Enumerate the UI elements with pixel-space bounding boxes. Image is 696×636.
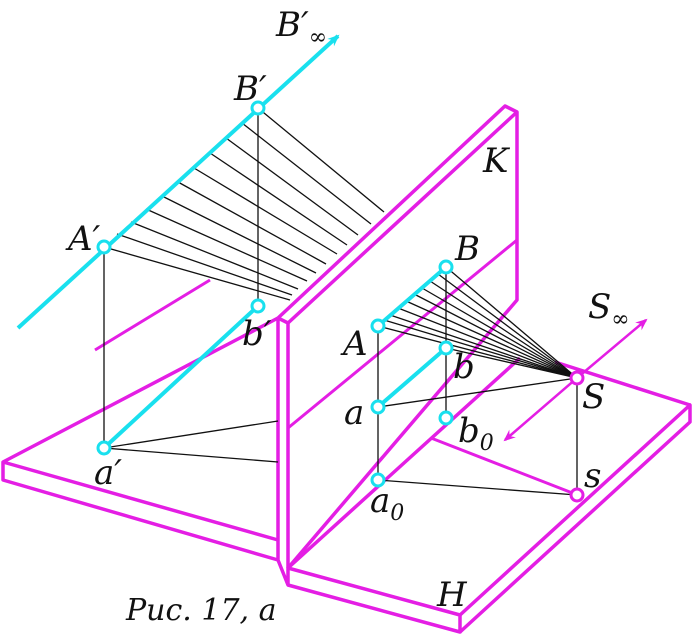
point-a0	[370, 472, 386, 488]
label-a0: a0	[370, 481, 404, 526]
label-A-prime: A′	[65, 219, 101, 259]
label-b-prime: b′	[242, 314, 272, 354]
point-b0	[438, 410, 454, 426]
label-b: b	[453, 347, 475, 387]
left-ground-plane	[1, 278, 279, 562]
line-AB-infinite	[16, 34, 340, 330]
point-a-prime	[96, 440, 112, 456]
label-s: s	[584, 456, 601, 496]
label-S-inf: S∞	[588, 287, 630, 332]
line-ab	[376, 346, 448, 409]
point-B-prime	[250, 100, 266, 116]
point-A-prime	[96, 239, 112, 255]
points-magenta	[569, 370, 585, 503]
label-K: K	[482, 141, 511, 181]
point-b	[438, 340, 454, 356]
label-A: A	[340, 324, 368, 364]
point-s	[569, 487, 585, 503]
points-cyan	[96, 100, 454, 488]
projection-rays	[103, 107, 578, 496]
plane-H	[286, 356, 692, 634]
point-b-prime	[250, 298, 266, 314]
point-A	[370, 318, 386, 334]
label-b0: b0	[458, 411, 494, 456]
label-a: a	[344, 393, 364, 433]
plane-K	[276, 104, 519, 587]
label-B: B	[454, 229, 480, 269]
figure-caption: Рис. 17, а	[125, 593, 277, 628]
direction-S-infinity	[503, 318, 648, 442]
label-H: H	[436, 575, 468, 615]
point-S	[569, 370, 585, 386]
point-B	[438, 259, 454, 275]
label-B-inf-prime: B′∞	[275, 5, 327, 50]
label-a-prime: a′	[94, 453, 122, 493]
line-AB	[376, 265, 448, 328]
label-B-prime: B′	[233, 69, 267, 109]
plane-H-inner-edge	[430, 436, 576, 496]
line-a-prime-b-prime	[102, 304, 260, 450]
label-S: S	[582, 377, 605, 417]
point-a	[370, 399, 386, 415]
